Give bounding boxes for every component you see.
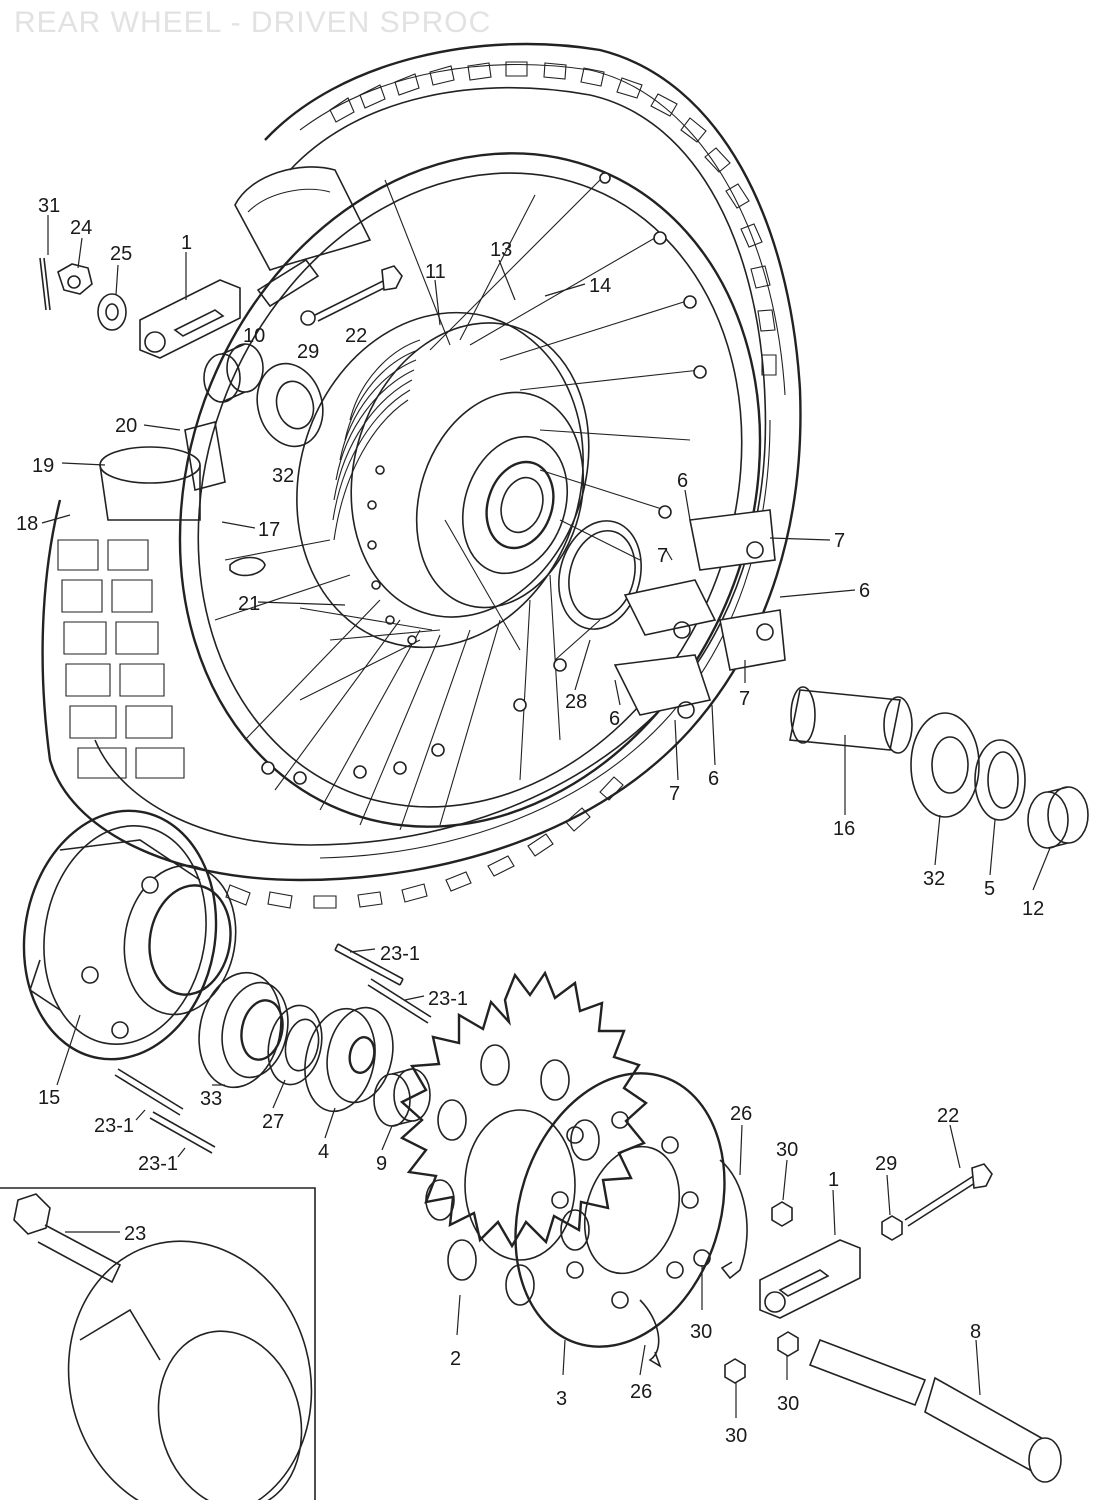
label-14: 14 — [589, 275, 611, 297]
label-30-c: 30 — [777, 1393, 799, 1415]
washer-25 — [97, 293, 127, 331]
label-15: 15 — [38, 1087, 60, 1109]
label-11: 11 — [425, 261, 446, 283]
label-30-b: 30 — [690, 1321, 712, 1343]
brake-pads — [613, 509, 786, 719]
label-31: 31 — [38, 195, 60, 217]
oil-seal-5 — [974, 739, 1026, 821]
spokes — [214, 174, 701, 831]
label-5: 5 — [984, 878, 995, 900]
label-24: 24 — [70, 217, 92, 239]
axle-8 — [808, 1338, 1062, 1483]
label-7-a: 7 — [834, 530, 845, 552]
bolt-22-right — [881, 1163, 993, 1241]
label-1-right: 1 — [828, 1169, 839, 1191]
studs-23-1 — [114, 943, 432, 1154]
leader-lines — [41, 215, 1051, 1418]
label-6-c: 6 — [609, 708, 620, 730]
bearing-32-right — [910, 712, 980, 818]
label-16: 16 — [833, 818, 855, 840]
label-23: 23 — [124, 1223, 146, 1245]
label-23-1-a: 23-1 — [380, 943, 420, 965]
driven-sprocket — [399, 970, 648, 1306]
collar-12 — [1027, 786, 1089, 849]
label-22-right: 22 — [937, 1105, 959, 1127]
collar-10 — [203, 343, 264, 403]
label-6-a: 6 — [677, 470, 688, 492]
chain-adjuster-left — [139, 279, 241, 359]
tire — [41, 42, 802, 909]
label-7-c: 7 — [739, 688, 750, 710]
label-23-1-c: 23-1 — [94, 1115, 134, 1137]
label-32-left: 32 — [272, 465, 294, 487]
label-19: 19 — [32, 455, 54, 477]
diagram-title: REAR WHEEL - DRIVEN SPROC — [14, 6, 492, 39]
chain-guard-plate — [514, 1072, 726, 1348]
sprocket-hub-flange — [22, 809, 237, 1061]
label-7-b: 7 — [657, 545, 668, 567]
label-20: 20 — [115, 415, 137, 437]
lock-washer-26 — [639, 1159, 748, 1368]
label-30-d: 30 — [725, 1425, 747, 1447]
label-8: 8 — [970, 1321, 981, 1343]
spoke-nipples — [261, 172, 707, 785]
label-27: 27 — [262, 1111, 284, 1133]
collar-4 — [304, 1006, 394, 1113]
collar-9 — [373, 1068, 431, 1127]
label-29-top: 29 — [297, 341, 319, 363]
valve-cap-21 — [229, 556, 266, 577]
label-28: 28 — [565, 691, 587, 713]
rim-band-tube-19-20 — [99, 421, 226, 521]
label-6-b: 6 — [859, 580, 870, 602]
bearing-33 — [198, 971, 289, 1089]
hub — [296, 311, 590, 649]
distance-collar-16 — [789, 686, 913, 754]
label-26-top: 26 — [730, 1103, 752, 1125]
label-12: 12 — [1022, 898, 1044, 920]
oil-seal-27 — [267, 1004, 323, 1086]
label-32-right: 32 — [923, 868, 945, 890]
label-30-a: 30 — [776, 1139, 798, 1161]
label-10: 10 — [243, 325, 265, 347]
hub-holes — [367, 465, 417, 645]
chain-adjuster-right — [759, 1239, 861, 1319]
label-17: 17 — [258, 519, 280, 541]
bearing-32-left — [256, 362, 324, 448]
label-25: 25 — [110, 243, 132, 265]
bolt-22-left — [300, 265, 403, 326]
label-26-bottom: 26 — [630, 1381, 652, 1403]
label-22-top: 22 — [345, 325, 367, 347]
label-4: 4 — [318, 1141, 329, 1163]
nuts-30 — [693, 1201, 799, 1384]
label-9: 9 — [376, 1153, 387, 1175]
label-18: 18 — [16, 513, 38, 535]
label-3: 3 — [556, 1388, 567, 1410]
label-13: 13 — [490, 239, 512, 261]
label-33: 33 — [200, 1088, 222, 1110]
callout-labels: 31 24 25 1 10 11 13 14 22 29 32 20 19 18… — [16, 195, 1044, 1447]
nut-24 — [57, 263, 93, 295]
cotter-pin-31 — [39, 257, 51, 311]
label-6-d: 6 — [708, 768, 719, 790]
speedometer-gear-28 — [558, 520, 642, 630]
label-1-top: 1 — [181, 232, 192, 254]
label-2: 2 — [450, 1348, 461, 1370]
inset-panel — [0, 1187, 316, 1505]
label-21: 21 — [238, 593, 260, 615]
label-7-d: 7 — [669, 783, 680, 805]
label-29-right: 29 — [875, 1153, 897, 1175]
label-23-1-d: 23-1 — [138, 1153, 178, 1175]
label-23-1-b: 23-1 — [428, 988, 468, 1010]
